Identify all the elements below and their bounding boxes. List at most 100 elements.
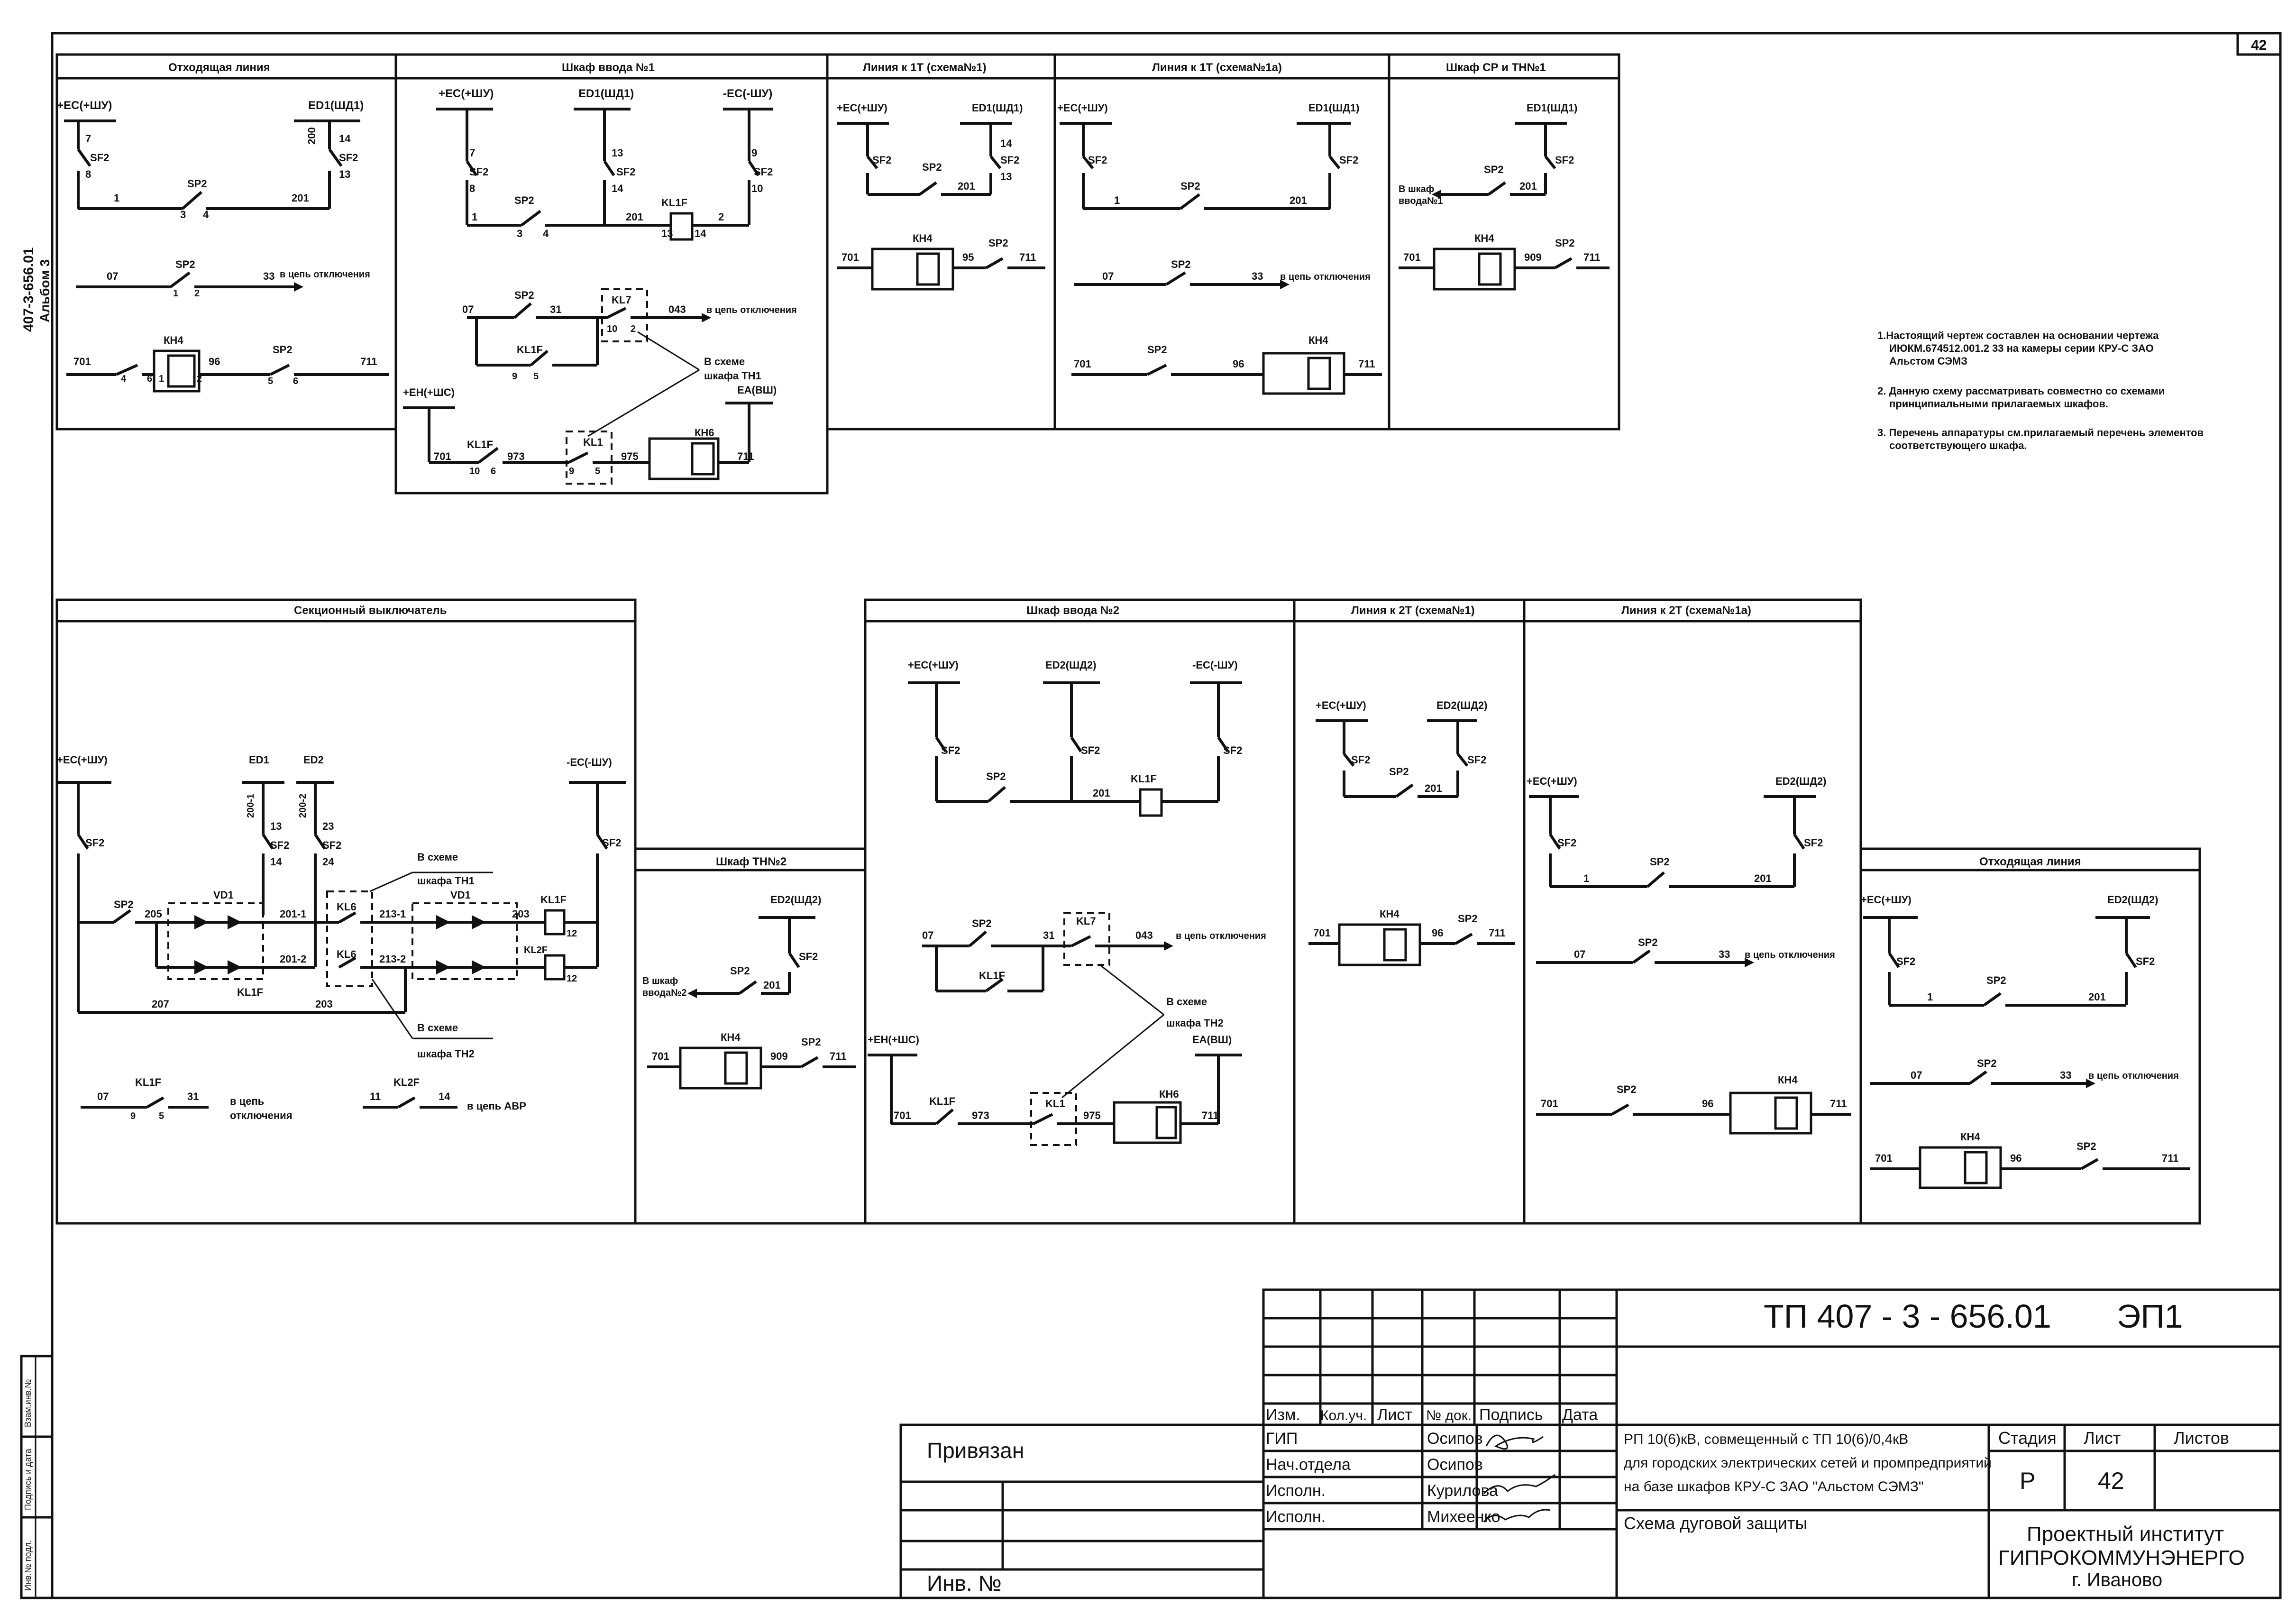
svg-text:КН4: КН4 [913,232,933,244]
sheet-title: Схема дуговой защиты [1624,1514,1807,1533]
svg-text:6: 6 [491,466,496,477]
svg-text:КН4: КН4 [1778,1074,1798,1086]
svg-text:Исполн.: Исполн. [1266,1482,1326,1500]
svg-text:973: 973 [507,450,525,462]
svg-text:201: 201 [1754,872,1772,884]
svg-text:973: 973 [972,1110,989,1121]
svg-text:9: 9 [751,147,757,159]
svg-text:SF2: SF2 [1000,154,1019,166]
signature [1483,1509,1551,1523]
svg-text:ED1(ШД1): ED1(ШД1) [578,87,634,100]
svg-text:Дата: Дата [1562,1406,1598,1424]
note-line: 3. Перечень аппаратуры см.прилагаемый пе… [1877,427,2204,439]
svg-text:4: 4 [543,228,549,239]
svg-text:Нач.отдела: Нач.отдела [1266,1456,1351,1474]
svg-text:в цепь отключения: в цепь отключения [1745,950,1835,960]
svg-text:201: 201 [626,211,643,223]
svg-text:4: 4 [121,374,127,384]
svg-text:SP2: SP2 [1555,237,1575,249]
svg-text:10: 10 [469,466,480,477]
svg-text:711: 711 [360,356,377,367]
svg-text:№ док.: № док. [1426,1408,1472,1423]
svg-text:701: 701 [1074,358,1091,370]
svg-text:8: 8 [469,183,475,194]
svg-text:SF2: SF2 [941,744,960,756]
svg-text:SP2: SP2 [922,161,942,173]
svg-text:SF2: SF2 [754,166,773,178]
svg-text:96: 96 [1432,927,1443,939]
svg-text:043: 043 [1135,929,1153,941]
svg-text:В схеме: В схеме [417,851,458,863]
svg-text:ED1(ШД1): ED1(ШД1) [308,99,364,112]
svg-text:SP2: SP2 [2076,1140,2096,1152]
svg-text:205: 205 [145,908,162,920]
svg-text:07: 07 [922,929,933,941]
svg-text:975: 975 [621,450,639,462]
svg-text:701: 701 [652,1050,669,1062]
svg-text:SF2: SF2 [1555,154,1574,166]
svg-text:1: 1 [114,192,119,204]
svg-text:909: 909 [1524,251,1542,263]
svg-text:ED2(ШД2): ED2(ШД2) [1775,775,1826,787]
panel-line-2t-1: Линия к 2Т (схема№1) +EC(+ШУ) ED2(ШД2) S… [1293,598,1526,1225]
svg-text:711: 711 [830,1050,847,1062]
svg-text:SF2: SF2 [1557,837,1576,849]
svg-text:23: 23 [322,820,334,832]
svg-text:701: 701 [1313,927,1331,939]
svg-text:ED1(ШД1): ED1(ШД1) [1527,102,1577,114]
svg-text:07: 07 [1911,1069,1922,1081]
sheet-number: 42 [2251,37,2267,53]
svg-text:отключения: отключения [230,1110,293,1121]
svg-text:ввода№2: ввода№2 [642,988,687,998]
svg-text:в цепь: в цепь [230,1095,264,1107]
svg-text:711: 711 [1202,1110,1219,1121]
signature [1485,1434,1544,1450]
svg-text:701: 701 [842,251,859,263]
svg-text:207: 207 [152,998,169,1010]
svg-text:Кол.уч.: Кол.уч. [1320,1408,1367,1423]
svg-text:KL1: KL1 [1045,1098,1065,1110]
svg-text:SP2: SP2 [114,899,134,910]
svg-text:95: 95 [962,251,974,263]
svg-text:33: 33 [263,270,274,282]
svg-text:5: 5 [533,371,539,382]
note-line: 2. Данную схему рассматривать совместно … [1877,385,2165,397]
svg-text:SP2: SP2 [1147,344,1167,356]
svg-text:VD1: VD1 [450,889,471,901]
stage-value: Р [2020,1468,2035,1494]
svg-text:711: 711 [1830,1098,1847,1110]
svg-text:201: 201 [2088,991,2106,1003]
svg-text:SP2: SP2 [1389,766,1409,778]
svg-text:33: 33 [2060,1069,2071,1081]
svg-text:Инв.№ подл.: Инв.№ подл. [23,1540,33,1591]
svg-text:9: 9 [512,371,517,382]
svg-text:SP2: SP2 [514,289,534,301]
svg-text:711: 711 [1358,358,1375,370]
svg-text:96: 96 [1702,1098,1713,1110]
svg-text:KL1F: KL1F [929,1095,955,1107]
svg-text:201: 201 [1425,782,1442,794]
svg-text:Шкаф ввода №2: Шкаф ввода №2 [1026,604,1119,617]
svg-text:201: 201 [1519,180,1537,192]
svg-text:SP2: SP2 [1638,936,1658,948]
svg-text:SF2: SF2 [1339,154,1358,166]
svg-text:SF2: SF2 [90,152,109,164]
svg-text:200-1: 200-1 [246,794,256,818]
svg-text:В схеме: В схеме [1166,996,1207,1008]
svg-text:КН4: КН4 [721,1031,741,1043]
svg-text:1: 1 [1927,991,1933,1003]
svg-text:6: 6 [293,376,298,386]
panel-input-1: Шкаф ввода №1 +EC(+ШУ) ED1(ШД1) -EC(-ШУ)… [394,53,829,495]
svg-text:ED2(ШД2): ED2(ШД2) [2107,894,2158,906]
svg-text:12: 12 [567,928,577,939]
svg-text:+EH(+ШС): +EH(+ШС) [403,386,455,398]
svg-text:711: 711 [2162,1152,2179,1164]
svg-text:9: 9 [569,466,574,477]
svg-text:-EC(-ШУ): -EC(-ШУ) [1192,659,1238,671]
svg-text:909: 909 [770,1050,788,1062]
panel-outgoing-line-2: Отходящая линия +EC(+ШУ) ED2(ШД2) SF2 SF… [1859,847,2201,1225]
svg-text:SP2: SP2 [187,178,207,190]
svg-text:SP2: SP2 [1986,974,2006,986]
svg-text:в цепь отключения: в цепь отключения [2088,1071,2179,1081]
svg-text:Отходящая линия: Отходящая линия [1979,855,2081,868]
